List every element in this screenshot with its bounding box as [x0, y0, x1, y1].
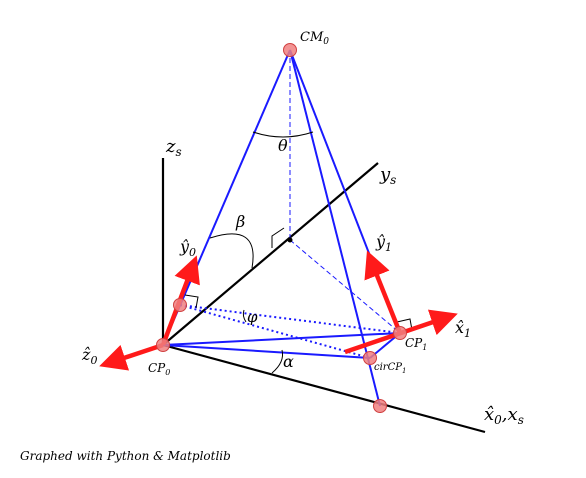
alpha-arc — [271, 349, 283, 374]
ys-label: ys — [379, 164, 396, 187]
x-axis — [162, 343, 486, 434]
center-dot — [287, 237, 293, 243]
bottom-point — [373, 399, 387, 413]
cm0-label: CM0 — [300, 30, 329, 47]
edge-cm0-cp0 — [162, 49, 291, 346]
cp1-label: CP1 — [405, 336, 427, 352]
right-angle-cp0 — [184, 294, 199, 309]
y1-vector — [364, 250, 403, 334]
dotted-line-upper — [179, 304, 401, 334]
z0-vector — [99, 342, 164, 371]
phi-label: φ — [247, 308, 258, 326]
beta-arc — [209, 233, 254, 269]
x0-xs-label: x̂0,xs — [484, 404, 524, 427]
theta-label: θ — [278, 136, 288, 155]
perp-foot-point — [173, 298, 187, 312]
axes — [161, 158, 486, 434]
cp1-point — [393, 326, 407, 340]
x1-label: x̂1 — [455, 318, 471, 340]
zs-label: zs — [165, 136, 182, 159]
y-axis — [162, 162, 379, 346]
y0-label: ŷ0 — [179, 237, 196, 259]
angle-arcs — [209, 131, 314, 374]
beta-label: β — [235, 212, 245, 231]
cp0-point — [156, 338, 170, 352]
theta-arc — [252, 131, 314, 138]
dotted-lines — [179, 304, 401, 359]
caption-text: Graphed with Python & Matplotlib — [20, 449, 231, 463]
right-angle-cp1 — [396, 318, 413, 331]
point-markers — [156, 43, 407, 413]
circp1-label: cirCP1 — [374, 362, 406, 375]
alpha-label: α — [283, 352, 294, 371]
z0-label: ẑ0 — [81, 345, 97, 367]
dashed-construction — [289, 50, 401, 334]
y1-label: ŷ1 — [375, 232, 392, 254]
phi-arc — [242, 309, 247, 323]
cm0-point — [283, 43, 297, 57]
edge-cp0-cp1 — [162, 332, 401, 346]
cp0-label: CP0 — [148, 361, 170, 377]
blue-edges — [162, 49, 401, 407]
dotted-line-lower — [179, 304, 371, 359]
circp1-point — [363, 351, 377, 365]
right-angle-center — [271, 227, 285, 248]
edge-cp0-circp1 — [162, 344, 371, 359]
center-to-cp1-dashed — [289, 239, 401, 334]
right-angle-markers — [184, 227, 413, 331]
